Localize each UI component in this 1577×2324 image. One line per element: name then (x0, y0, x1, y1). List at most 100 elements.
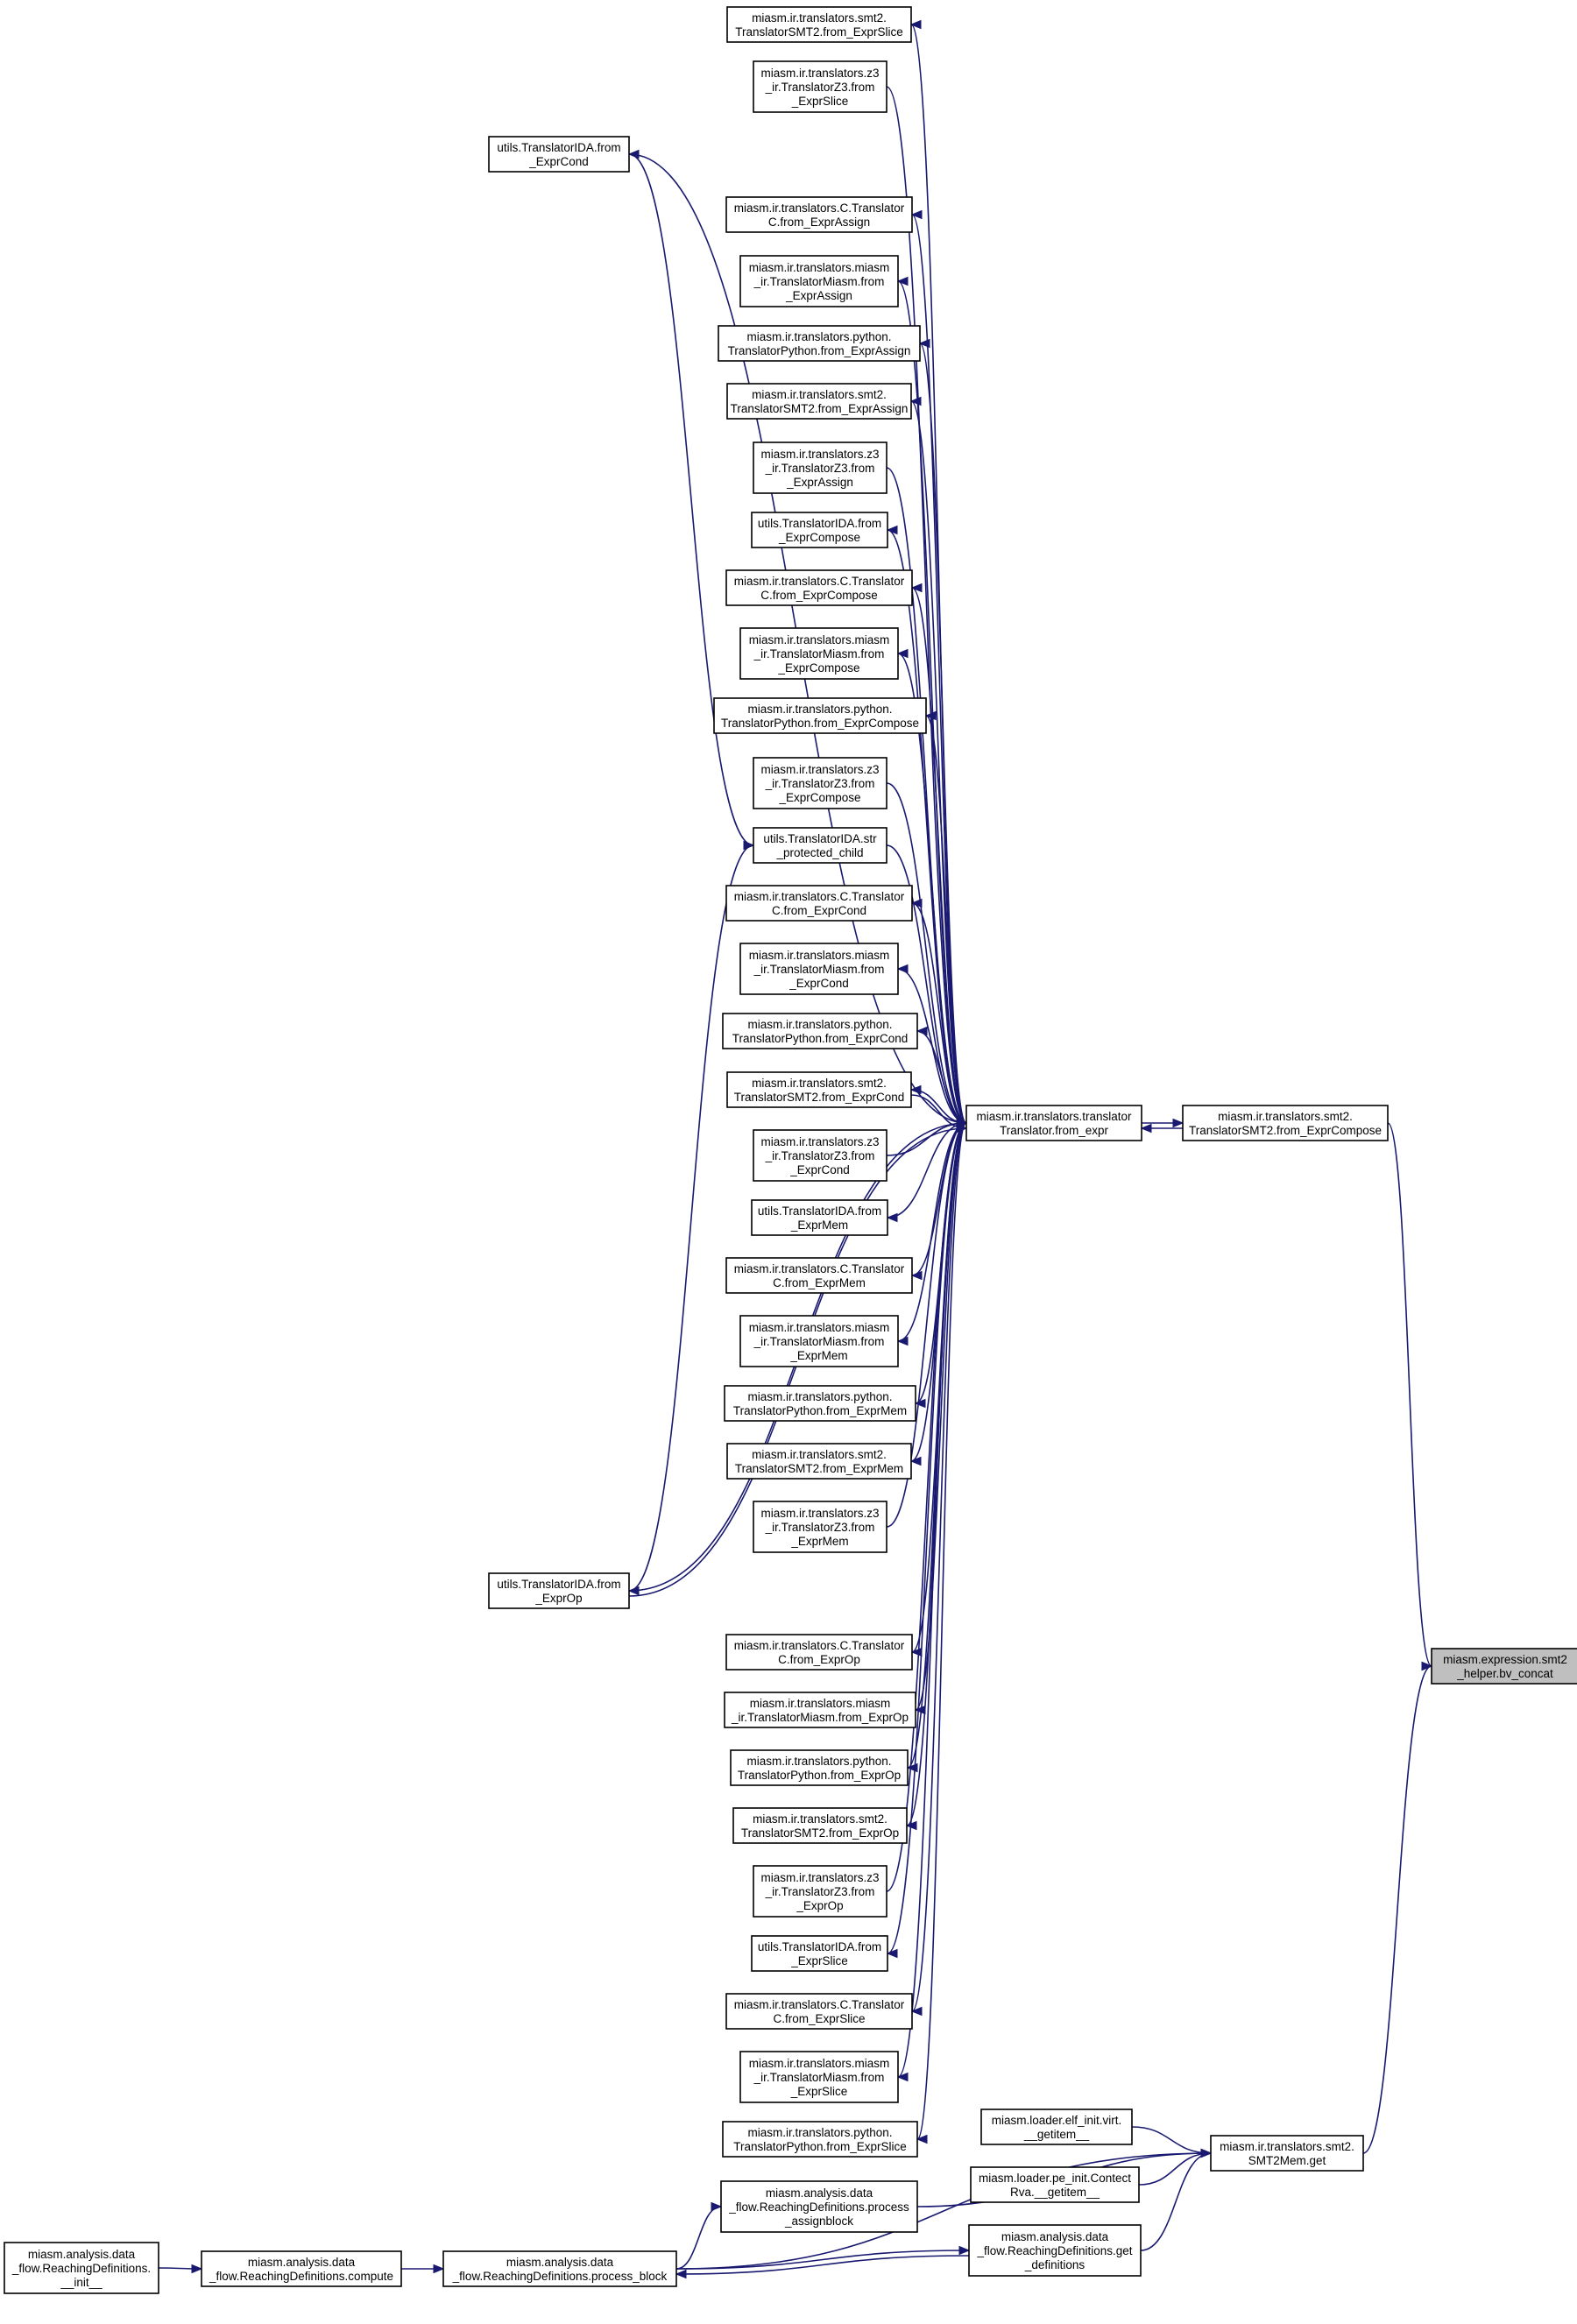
node-ida-cond[interactable]: utils.TranslatorIDA.from_ExprCond (488, 136, 630, 173)
node-c-mem[interactable]: miasm.ir.translators.C.TranslatorC.from_… (725, 1257, 913, 1294)
node-c-compose[interactable]: miasm.ir.translators.C.TranslatorC.from_… (725, 569, 913, 606)
node-compute[interactable]: miasm.analysis.data_flow.ReachingDefinit… (201, 2250, 402, 2287)
node-box (753, 757, 888, 809)
node-label-line: miasm.ir.translators.z3 (760, 448, 879, 461)
node-smt2-op[interactable]: miasm.ir.translators.smt2.TranslatorSMT2… (732, 1807, 908, 1844)
node-box (1182, 1105, 1389, 1141)
node-label-line: TranslatorSMT2.from_ExprCompose (1189, 1124, 1382, 1137)
node-label-line: utils.TranslatorIDA.from (497, 1578, 620, 1591)
node-box (722, 2121, 918, 2158)
node-label-line: TranslatorPython.from_ExprCompose (721, 717, 919, 730)
node-label-line: _ExprMem (789, 1349, 847, 1362)
node-box (965, 1105, 1142, 1141)
node-get-definitions[interactable]: miasm.analysis.data_flow.ReachingDefinit… (968, 2224, 1142, 2277)
node-smt2-slice[interactable]: miasm.ir.translators.smt2.TranslatorSMT2… (726, 6, 912, 43)
node-rd-init[interactable]: miasm.analysis.data_flow.ReachingDefinit… (4, 2242, 159, 2294)
node-z3-op[interactable]: miasm.ir.translators.z3_ir.TranslatorZ3.… (753, 1865, 888, 1918)
edge-line (907, 1122, 967, 1769)
edge-process-block-to-process-assignblock (675, 2201, 723, 2270)
node-label-line: _flow.ReachingDefinitions.process (728, 2200, 909, 2214)
edge-fe-to-py-assign (918, 338, 967, 1124)
node-pe-getitem[interactable]: miasm.loader.pe_init.ContectRva.__getite… (970, 2166, 1140, 2203)
arrowhead-icon (909, 1456, 922, 1466)
node-elf-getitem[interactable]: miasm.loader.elf_init.virt.__getitem__ (980, 2109, 1133, 2145)
edge-fe-to-ida-mem (886, 1122, 967, 1223)
arrowhead-icon (910, 2006, 923, 2017)
node-py-cond[interactable]: miasm.ir.translators.python.TranslatorPy… (722, 1013, 918, 1049)
node-py-assign[interactable]: miasm.ir.translators.python.TranslatorPy… (718, 325, 921, 362)
node-mem-get[interactable]: miasm.ir.translators.smt2.SMT2Mem.get (1210, 2135, 1364, 2172)
edge-line (887, 1122, 967, 1219)
node-label-line: _ExprCond (789, 1163, 850, 1176)
node-label-line: C.from_ExprAssign (768, 215, 870, 229)
node-label-line: miasm.ir.translators.z3 (760, 67, 879, 80)
edge-fe-to-py-compose (924, 710, 967, 1124)
node-label-line: _ExprCompose (778, 531, 860, 544)
edge-ida-cond-to-ida-str (628, 153, 755, 851)
node-label-line: utils.TranslatorIDA.str (763, 832, 877, 845)
node-label-line: miasm.ir.translators.miasm (749, 633, 890, 646)
node-miasm-op[interactable]: miasm.ir.translators.miasm_ir.Translator… (724, 1692, 916, 1728)
node-box (726, 6, 912, 43)
arrowhead-icon (886, 1212, 898, 1223)
node-miasm-cond[interactable]: miasm.ir.translators.miasm_ir.Translator… (739, 943, 899, 995)
node-label-line: _flow.ReachingDefinitions.get (976, 2244, 1132, 2257)
node-label-line: miasm.ir.translators.python. (747, 1018, 892, 1031)
node-ida-op[interactable]: utils.TranslatorIDA.from_ExprOp (488, 1572, 630, 1609)
node-miasm-mem[interactable]: miasm.ir.translators.miasm_ir.Translator… (739, 1315, 899, 1367)
node-process-block[interactable]: miasm.analysis.data_flow.ReachingDefinit… (442, 2250, 677, 2287)
node-label-line: TranslatorPython.from_ExprSlice (733, 2140, 907, 2153)
node-label-line: _ExprMem (790, 1219, 848, 1232)
node-fe[interactable]: miasm.ir.translators.translatorTranslato… (965, 1105, 1142, 1141)
node-label-line: _ir.TranslatorZ3.from (765, 81, 875, 94)
node-smt2-assign[interactable]: miasm.ir.translators.smt2.TranslatorSMT2… (726, 383, 912, 420)
node-smt2-comp[interactable]: miasm.ir.translators.smt2.TranslatorSMT2… (1182, 1105, 1389, 1141)
node-label-line: miasm.ir.translators.z3 (760, 1135, 879, 1148)
node-py-op[interactable]: miasm.ir.translators.python.TranslatorPy… (730, 1749, 909, 1786)
node-miasm-assign[interactable]: miasm.ir.translators.miasm_ir.Translator… (739, 255, 899, 307)
arrowhead-icon (1421, 1661, 1433, 1671)
node-c-assign[interactable]: miasm.ir.translators.C.TranslatorC.from_… (725, 196, 913, 233)
node-smt2-mem[interactable]: miasm.ir.translators.smt2.TranslatorSMT2… (726, 1443, 912, 1480)
node-label-line: _ExprSlice (790, 2085, 848, 2098)
node-z3-slice[interactable]: miasm.ir.translators.z3_ir.TranslatorZ3.… (753, 60, 888, 113)
node-smt2-cond[interactable]: miasm.ir.translators.smt2.TranslatorSMT2… (726, 1071, 912, 1108)
node-label-line: __getitem__ (1023, 2128, 1090, 2141)
edge-line (1131, 2126, 1212, 2154)
node-z3-cond[interactable]: miasm.ir.translators.z3_ir.TranslatorZ3.… (753, 1129, 888, 1182)
node-py-slice[interactable]: miasm.ir.translators.python.TranslatorPy… (722, 2121, 918, 2158)
node-box (739, 627, 899, 680)
arrowhead-icon (433, 2264, 445, 2274)
node-label-line: TranslatorSMT2.from_ExprSlice (735, 25, 903, 39)
edge-line (911, 587, 967, 1124)
edge-line (628, 153, 754, 846)
node-z3-compose[interactable]: miasm.ir.translators.z3_ir.TranslatorZ3.… (753, 757, 888, 809)
node-c-cond[interactable]: miasm.ir.translators.C.TranslatorC.from_… (725, 885, 913, 922)
node-z3-assign[interactable]: miasm.ir.translators.z3_ir.TranslatorZ3.… (753, 441, 888, 494)
node-ida-slice[interactable]: utils.TranslatorIDA.from_ExprSlice (751, 1935, 888, 1972)
node-ida-compose[interactable]: utils.TranslatorIDA.from_ExprCompose (751, 512, 888, 548)
node-ida-str[interactable]: utils.TranslatorIDA.str_protected_child (753, 827, 888, 864)
node-label-line: _ExprOp (534, 1592, 582, 1605)
node-c-slice[interactable]: miasm.ir.translators.C.TranslatorC.from_… (725, 1993, 913, 2030)
node-label-line: miasm.ir.translators.smt2. (752, 1077, 887, 1090)
node-label-line: _helper.bv_concat (1456, 1667, 1553, 1680)
node-ida-mem[interactable]: utils.TranslatorIDA.from_ExprMem (751, 1199, 888, 1236)
node-box (488, 136, 630, 173)
edge-get-definitions-to-process-block (675, 2255, 970, 2279)
node-miasm-compose[interactable]: miasm.ir.translators.miasm_ir.Translator… (739, 627, 899, 680)
node-process-assignblock[interactable]: miasm.analysis.data_flow.ReachingDefinit… (720, 2180, 918, 2233)
node-py-mem[interactable]: miasm.ir.translators.python.TranslatorPy… (724, 1385, 916, 1422)
node-label-line: miasm.ir.translators.python. (746, 330, 891, 343)
edge-line (675, 2206, 722, 2270)
node-py-compose[interactable]: miasm.ir.translators.python.TranslatorPy… (713, 697, 927, 734)
node-box (739, 943, 899, 995)
node-box (442, 2250, 677, 2287)
node-c-op[interactable]: miasm.ir.translators.C.TranslatorC.from_… (725, 1634, 913, 1671)
node-miasm-slice[interactable]: miasm.ir.translators.miasm_ir.Translator… (739, 2051, 899, 2103)
node-box (751, 1199, 888, 1236)
node-z3-mem[interactable]: miasm.ir.translators.z3_ir.TranslatorZ3.… (753, 1501, 888, 1553)
node-label-line: TranslatorPython.from_ExprOp (738, 1769, 901, 1782)
arrowhead-icon (958, 2245, 971, 2256)
arrowhead-icon (896, 648, 909, 659)
